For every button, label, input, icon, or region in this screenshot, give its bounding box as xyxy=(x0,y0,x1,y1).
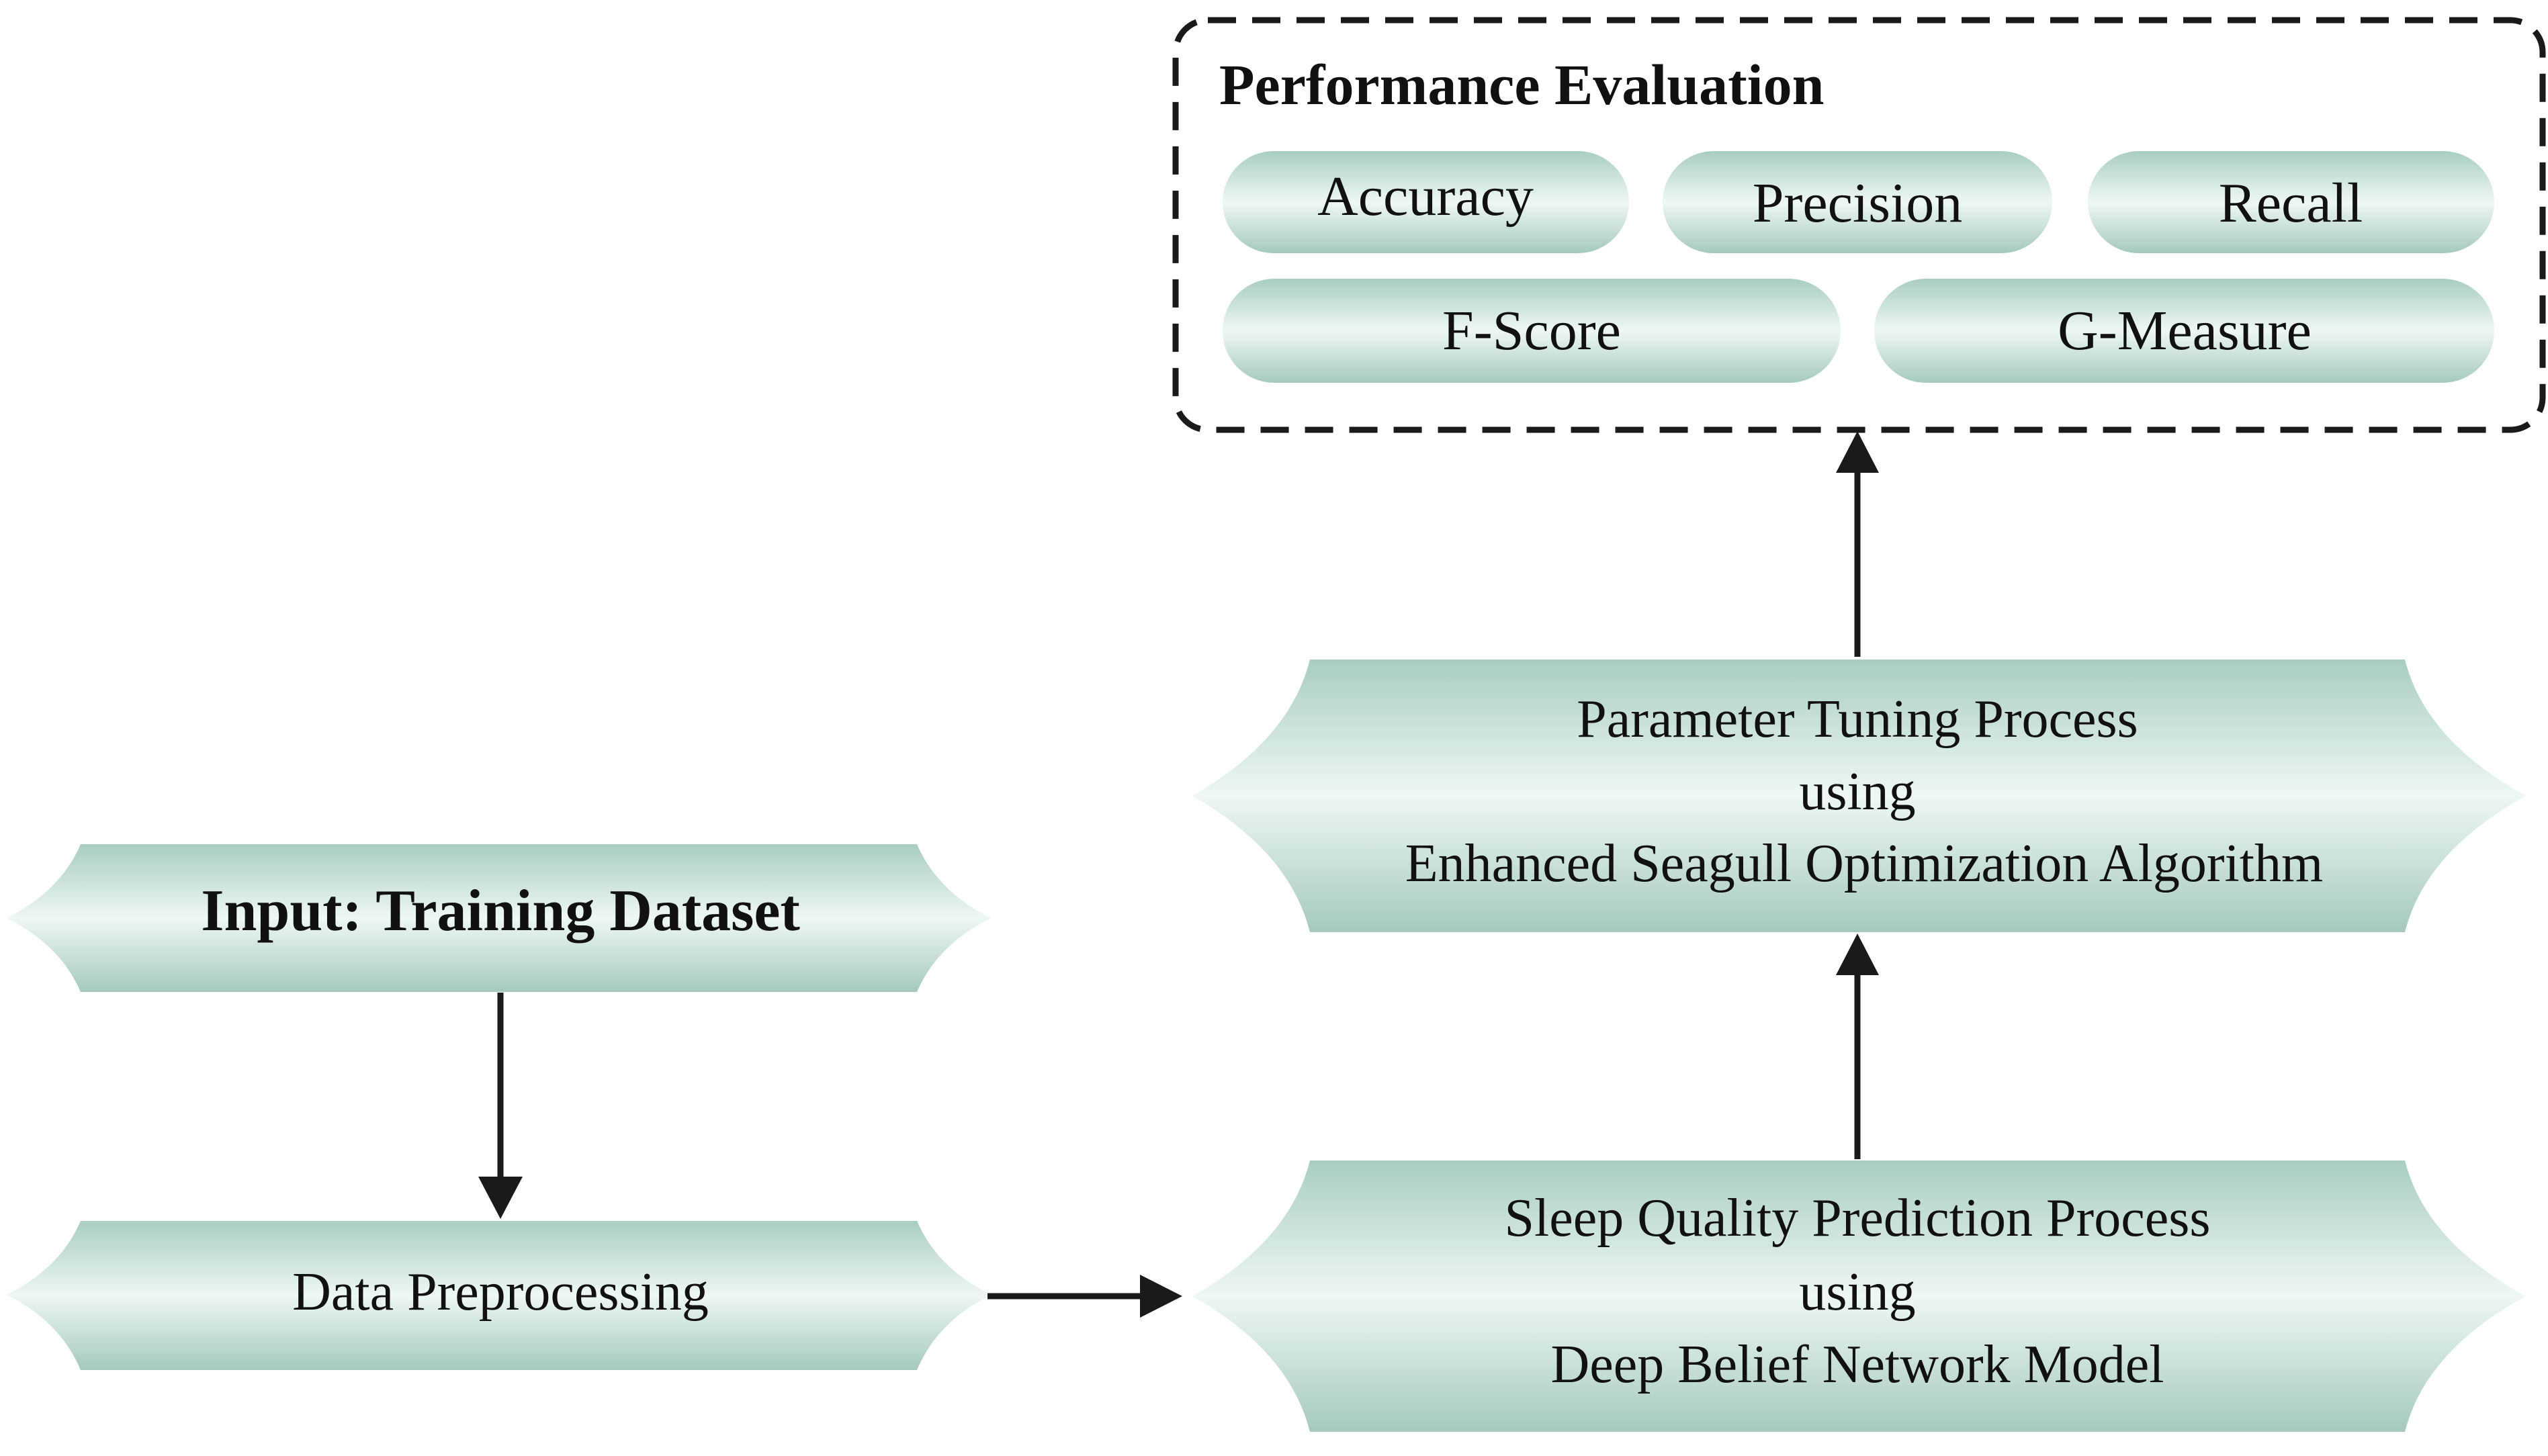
tuning-line-3: Enhanced Seagull Optimization Algorithm xyxy=(1405,834,2323,893)
sleep-quality-prediction-box: Sleep Quality Prediction Process using D… xyxy=(1192,1161,2526,1432)
metric-pill-recall: Recall xyxy=(2088,151,2494,253)
prediction-line-2: using xyxy=(1799,1263,1915,1322)
metric-label-precision: Precision xyxy=(1753,172,1963,234)
arrowhead-up-icon xyxy=(1836,934,1879,975)
performance-evaluation-panel: Performance Evaluation Accuracy Precisio… xyxy=(1172,17,2546,433)
parameter-tuning-box: Parameter Tuning Process using Enhanced … xyxy=(1192,659,2526,932)
tuning-line-2: using xyxy=(1799,762,1915,821)
arrowhead-down-icon xyxy=(478,1177,523,1219)
input-training-dataset-box: Input: Training Dataset xyxy=(7,844,991,992)
metric-label-accuracy: Accuracy xyxy=(1317,165,1534,228)
prediction-line-3: Deep Belief Network Model xyxy=(1550,1335,2164,1394)
data-preprocessing-label: Data Preprocessing xyxy=(292,1263,709,1322)
metric-pill-f-score: F-Score xyxy=(1223,279,1841,383)
metric-pill-g-measure: G-Measure xyxy=(1874,279,2494,383)
performance-evaluation-title: Performance Evaluation xyxy=(1219,52,1824,117)
arrowhead-right-icon xyxy=(1140,1275,1182,1318)
metric-label-f-score: F-Score xyxy=(1442,300,1621,362)
data-preprocessing-box: Data Preprocessing xyxy=(7,1221,991,1370)
input-training-dataset-label: Input: Training Dataset xyxy=(201,878,800,944)
metric-label-recall: Recall xyxy=(2219,172,2363,234)
metric-pill-accuracy: Accuracy xyxy=(1223,151,1629,253)
tuning-line-1: Parameter Tuning Process xyxy=(1577,690,2138,749)
arrowhead-up-icon xyxy=(1836,431,1879,473)
connectors xyxy=(478,431,1879,1318)
metric-pill-precision: Precision xyxy=(1663,151,2052,253)
metric-label-g-measure: G-Measure xyxy=(2058,300,2312,362)
prediction-line-1: Sleep Quality Prediction Process xyxy=(1505,1189,2211,1248)
